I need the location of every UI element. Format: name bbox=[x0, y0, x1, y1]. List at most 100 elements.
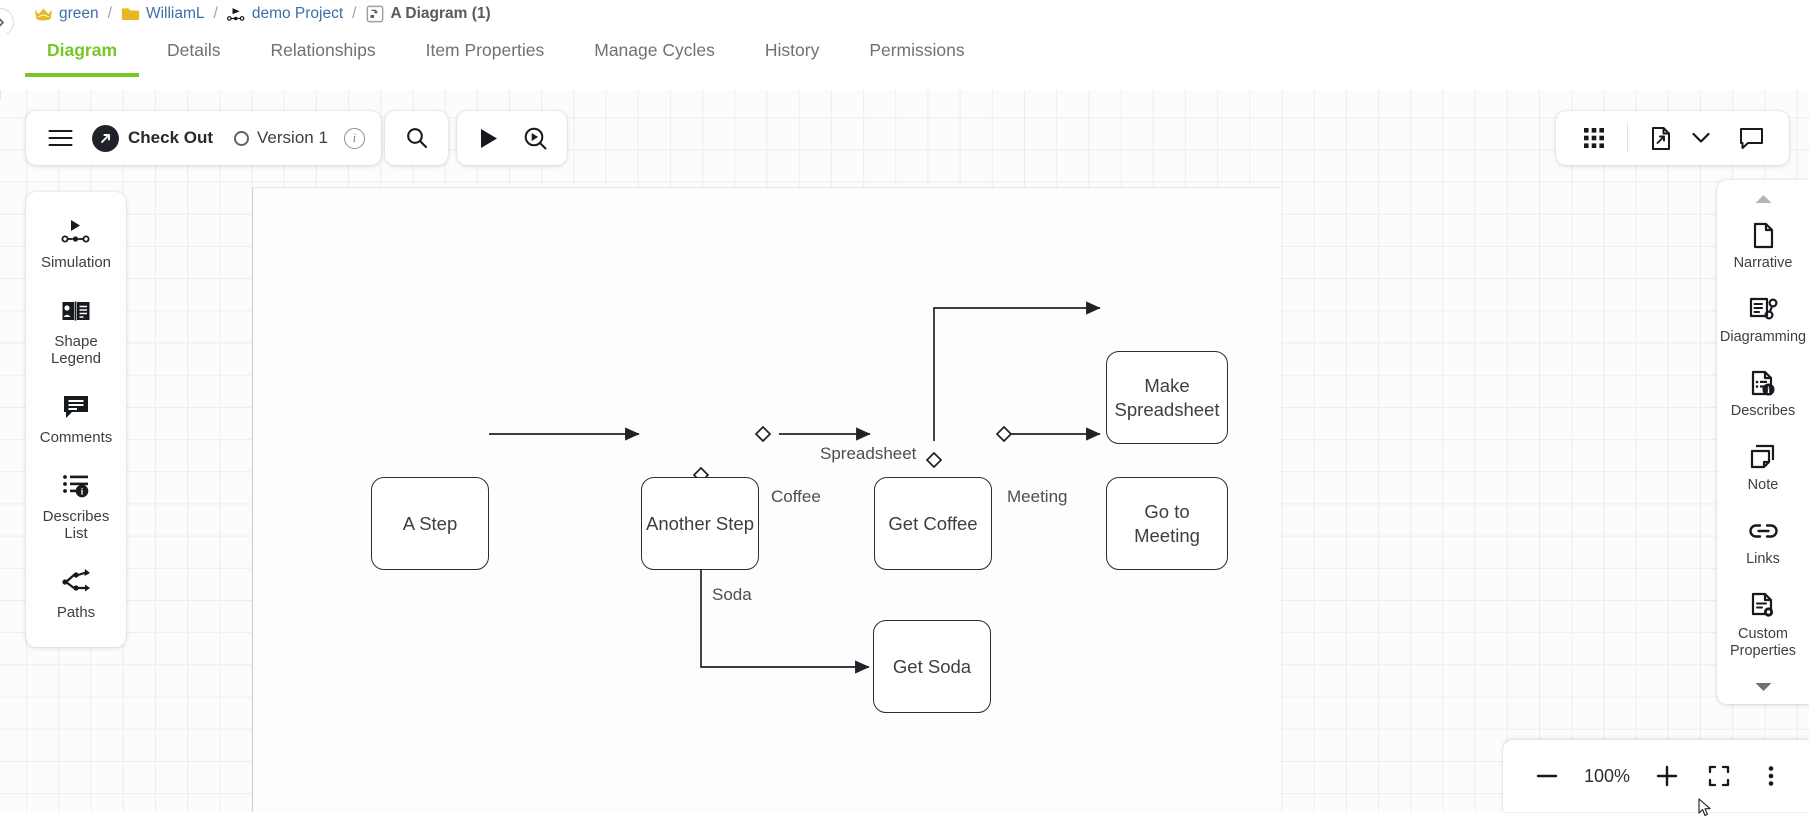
triangle-down-icon bbox=[1755, 682, 1772, 692]
hamburger-menu-icon bbox=[48, 129, 73, 147]
right-panel-label: Narrative bbox=[1734, 255, 1793, 272]
project-flow-icon bbox=[227, 5, 246, 24]
tab-item-properties[interactable]: Item Properties bbox=[401, 34, 570, 77]
describes-doc-icon: i bbox=[1750, 369, 1776, 397]
breadcrumb-item-demo-project[interactable]: demo Project bbox=[227, 5, 343, 24]
node-label: Make Spreadsheet bbox=[1115, 374, 1220, 420]
grid-apps-button[interactable] bbox=[1574, 118, 1614, 158]
search-toolbar bbox=[385, 111, 448, 165]
edge-label-soda: Soda bbox=[712, 585, 752, 605]
more-options-button[interactable] bbox=[1749, 754, 1793, 798]
tab-bar: Diagram Details Relationships Item Prope… bbox=[0, 34, 1809, 90]
tab-manage-cycles[interactable]: Manage Cycles bbox=[569, 34, 740, 77]
left-tool-panel: Simulation Shape Legend bbox=[26, 192, 126, 647]
play-inspect-button[interactable] bbox=[516, 118, 556, 158]
breadcrumb-label[interactable]: demo Project bbox=[252, 5, 343, 23]
play-button[interactable] bbox=[469, 118, 509, 158]
right-panel-label: Links bbox=[1746, 551, 1780, 568]
breadcrumb-separator: / bbox=[214, 5, 218, 23]
diagram-node-another-step[interactable]: Another Step bbox=[641, 477, 759, 570]
zoom-in-button[interactable] bbox=[1645, 754, 1689, 798]
paths-branch-icon bbox=[62, 567, 91, 597]
export-menu-button[interactable] bbox=[1681, 118, 1721, 158]
crown-icon bbox=[34, 5, 53, 24]
breadcrumb-label[interactable]: green bbox=[59, 5, 99, 23]
fit-screen-icon bbox=[1708, 765, 1730, 787]
diagram-canvas[interactable]: A Step Another Step Get Coffee Make Spre… bbox=[0, 89, 1809, 812]
right-panel-scroll-up-button[interactable] bbox=[1717, 188, 1809, 210]
right-panel-item-describes[interactable]: i Describes bbox=[1717, 358, 1809, 432]
right-panel-item-narrative[interactable]: Narrative bbox=[1717, 210, 1809, 284]
right-panel-item-note[interactable]: Note bbox=[1717, 432, 1809, 506]
sidebar-expand-button[interactable] bbox=[0, 8, 14, 36]
left-panel-label: Describes List bbox=[33, 508, 119, 543]
breadcrumb-separator: / bbox=[108, 5, 112, 23]
diagram-node-a-step[interactable]: A Step bbox=[371, 477, 489, 570]
tab-relationships[interactable]: Relationships bbox=[246, 34, 401, 77]
diagram-node-get-soda[interactable]: Get Soda bbox=[873, 620, 991, 713]
tab-permissions[interactable]: Permissions bbox=[844, 34, 989, 77]
document-icon bbox=[1752, 221, 1775, 249]
right-panel-item-custom-properties[interactable]: Custom Properties bbox=[1717, 581, 1809, 672]
tab-details[interactable]: Details bbox=[142, 34, 246, 77]
simulation-toolbar bbox=[457, 111, 567, 165]
edge-label-coffee: Coffee bbox=[771, 487, 821, 507]
tab-diagram[interactable]: Diagram bbox=[22, 34, 142, 77]
diagram-node-go-to-meeting[interactable]: Go to Meeting bbox=[1106, 477, 1228, 570]
speech-bubble-icon bbox=[1739, 127, 1764, 150]
export-button[interactable] bbox=[1641, 118, 1681, 158]
breadcrumb-item-green[interactable]: green bbox=[34, 5, 99, 24]
right-panel-scroll-down-button[interactable] bbox=[1717, 676, 1809, 698]
right-panel-label: Diagramming bbox=[1720, 329, 1806, 346]
left-panel-item-paths[interactable]: Paths bbox=[26, 556, 126, 635]
arrow-out-circle-icon bbox=[92, 125, 119, 152]
zoom-out-icon bbox=[1536, 765, 1558, 787]
right-panel-item-links[interactable]: Links bbox=[1717, 506, 1809, 580]
left-panel-item-shape-legend[interactable]: Shape Legend bbox=[26, 285, 126, 381]
simulation-icon bbox=[60, 217, 92, 247]
breadcrumb-label: A Diagram (1) bbox=[390, 5, 490, 23]
folder-icon bbox=[121, 5, 140, 24]
hamburger-menu-button[interactable] bbox=[40, 118, 80, 158]
more-vertical-icon bbox=[1767, 765, 1775, 787]
zoom-level-label[interactable]: 100% bbox=[1577, 766, 1637, 787]
view-toolbar bbox=[1556, 111, 1789, 165]
left-panel-label: Shape Legend bbox=[33, 333, 119, 368]
right-panel-item-diagramming[interactable]: Diagramming bbox=[1717, 284, 1809, 358]
comments-button[interactable] bbox=[1731, 118, 1771, 158]
right-tool-panel: Narrative Diagramming bbox=[1717, 180, 1809, 704]
info-button[interactable]: i bbox=[344, 128, 365, 149]
check-out-button[interactable]: Check Out bbox=[92, 125, 213, 152]
zoom-in-icon bbox=[1656, 765, 1678, 787]
left-panel-label: Comments bbox=[40, 429, 113, 447]
fit-screen-button[interactable] bbox=[1697, 754, 1741, 798]
breadcrumb-item-williaml[interactable]: WilliamL bbox=[121, 5, 205, 24]
left-panel-item-simulation[interactable]: Simulation bbox=[26, 206, 126, 285]
version-selector[interactable]: Version 1 bbox=[234, 128, 328, 148]
tab-history[interactable]: History bbox=[740, 34, 844, 77]
zoom-toolbar: 100% bbox=[1503, 740, 1809, 812]
circle-outline-icon bbox=[234, 131, 249, 146]
breadcrumb: green / WilliamL / demo Project / bbox=[0, 0, 1809, 28]
play-in-circle-icon bbox=[523, 126, 548, 151]
left-panel-label: Paths bbox=[57, 604, 95, 622]
diagram-node-make-spreadsheet[interactable]: Make Spreadsheet bbox=[1106, 351, 1228, 444]
play-icon bbox=[479, 128, 499, 149]
diagram-node-get-coffee[interactable]: Get Coffee bbox=[874, 477, 992, 570]
left-panel-item-comments[interactable]: Comments bbox=[26, 381, 126, 460]
search-button[interactable] bbox=[397, 118, 437, 158]
right-panel-label: Describes bbox=[1731, 403, 1795, 420]
node-label: Go to Meeting bbox=[1117, 500, 1217, 546]
check-out-label: Check Out bbox=[128, 128, 213, 148]
note-stack-icon bbox=[1750, 443, 1777, 471]
zoom-out-button[interactable] bbox=[1525, 754, 1569, 798]
diagramming-icon bbox=[1749, 295, 1778, 323]
chevron-down-icon bbox=[1692, 132, 1710, 144]
left-panel-label: Simulation bbox=[41, 254, 111, 272]
breadcrumb-label[interactable]: WilliamL bbox=[146, 5, 205, 23]
left-panel-item-describes-list[interactable]: i Describes List bbox=[26, 460, 126, 556]
breadcrumb-separator: / bbox=[352, 5, 356, 23]
node-label: A Step bbox=[403, 512, 458, 535]
breadcrumb-item-current: A Diagram (1) bbox=[365, 5, 490, 24]
toolbar-divider bbox=[1627, 123, 1628, 153]
